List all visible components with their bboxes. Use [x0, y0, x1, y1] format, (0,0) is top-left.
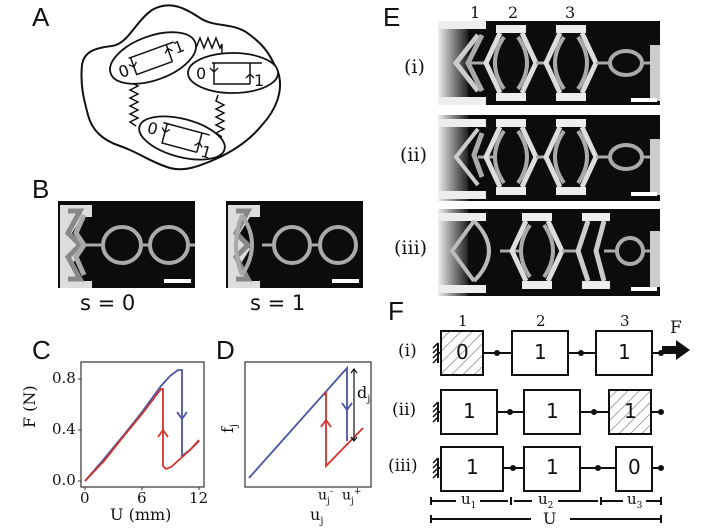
- dim-u3-label: u3: [627, 490, 643, 511]
- f-iii-cell-1-value: 1: [466, 455, 479, 479]
- panel-e-label: E: [383, 2, 401, 32]
- photo-s0: [58, 201, 195, 291]
- caption-s0: s = 0: [80, 291, 136, 315]
- caption-s1: s = 1: [250, 291, 306, 315]
- dim-total-label: U: [543, 509, 557, 528]
- d-xtick-uminus: uj-: [318, 487, 333, 507]
- c-ytick-0.8: 0.8: [52, 369, 76, 387]
- dim-u2-label: u2: [538, 490, 554, 511]
- f-ii-cell-1-value: 1: [463, 399, 476, 423]
- photo-s1: [226, 201, 363, 291]
- dim-u2: [514, 497, 602, 505]
- dim-u3: [601, 497, 662, 505]
- dim-u1-label: u1: [461, 490, 477, 511]
- spring-chain-diagram: [430, 330, 690, 523]
- f-col-3: 3: [620, 312, 630, 330]
- f-iii-cell-1: [440, 446, 504, 492]
- photo-e-iii: [438, 209, 660, 296]
- f-ii-cell-3-value: 1: [624, 399, 637, 423]
- d-xtick-uplus: uj+: [342, 487, 362, 507]
- down-arrow: [176, 411, 188, 421]
- force-arrow-icon: [662, 340, 690, 360]
- bistable-unit-1: 0 1: [109, 31, 197, 85]
- panel-d-label: D: [216, 335, 235, 365]
- c-xtick-12: 12: [189, 489, 209, 507]
- scale-bar: [631, 98, 657, 102]
- f-iii-cell-2-value: 1: [546, 455, 559, 479]
- unloading-curve: [84, 388, 200, 482]
- f-i-cell-2-value: 1: [534, 340, 547, 364]
- dim-u1: [430, 497, 512, 505]
- f-col-2: 2: [536, 312, 546, 330]
- up-arrow: [157, 428, 169, 438]
- bistable-unit-3: 0 1: [138, 115, 226, 163]
- panel-b-label: B: [32, 174, 50, 204]
- svg-text:0: 0: [196, 64, 206, 83]
- force-label: F: [670, 318, 682, 338]
- f-i-cell-2: [511, 330, 569, 376]
- f-i-cell-3: [595, 330, 653, 376]
- panel-c-label: C: [32, 335, 51, 365]
- loading-line: [248, 365, 348, 479]
- f-row-ii: (ii): [392, 400, 417, 420]
- e-col-2: 2: [508, 3, 519, 22]
- scale-bar: [164, 279, 191, 283]
- scale-bar: [631, 192, 657, 196]
- chart-unit-response: [244, 361, 372, 488]
- down-arrow: [341, 402, 353, 412]
- svg-text:1: 1: [199, 142, 214, 163]
- panel-a-schematic: 0 1 0 1 0 1: [80, 4, 281, 171]
- chart-force-displacement: [78, 361, 205, 490]
- c-xtick-6: 6: [137, 489, 147, 507]
- spring-2: [128, 75, 140, 127]
- f-iii-cell-2: [523, 446, 581, 492]
- unloading-line: [323, 390, 364, 469]
- blob-outline: [80, 4, 281, 171]
- e-row-i: (i): [404, 56, 425, 78]
- f-i-cell-3-value: 1: [618, 340, 631, 364]
- spring-3: [214, 94, 226, 138]
- photo-e-i: [438, 21, 660, 105]
- svg-text:0: 0: [145, 118, 160, 139]
- svg-text:1: 1: [254, 71, 264, 90]
- e-row-ii: (ii): [400, 144, 427, 166]
- e-col-3: 3: [565, 3, 576, 22]
- scale-bar: [631, 287, 657, 291]
- f-i-cell-1-value: 0: [456, 340, 469, 364]
- bistable-unit-2: 0 1: [187, 52, 279, 94]
- c-xlabel: U (mm): [110, 505, 172, 524]
- dim-total-U: [430, 515, 662, 523]
- photo-e-ii: [438, 115, 660, 201]
- e-col-1: 1: [470, 3, 481, 22]
- d-ylabel: fj: [218, 423, 241, 433]
- scale-bar: [332, 279, 359, 283]
- panel-a-label: A: [32, 2, 50, 32]
- panel-f-label: F: [388, 296, 404, 326]
- up-arrow: [320, 418, 332, 428]
- c-xtick-0: 0: [80, 489, 90, 507]
- f-row-iii: (iii): [388, 456, 418, 476]
- f-row-i: (i): [398, 341, 417, 361]
- d-xlabel: uj: [310, 505, 324, 528]
- f-col-1: 1: [458, 312, 468, 330]
- f-ii-cell-2-value: 1: [546, 399, 559, 423]
- dj-label: dj: [357, 383, 371, 406]
- e-row-iii: (iii): [394, 237, 428, 259]
- f-iii-cell-3-value: 0: [628, 455, 641, 479]
- c-ytick-0.4: 0.4: [52, 420, 76, 438]
- c-ytick-0.0: 0.0: [52, 471, 76, 489]
